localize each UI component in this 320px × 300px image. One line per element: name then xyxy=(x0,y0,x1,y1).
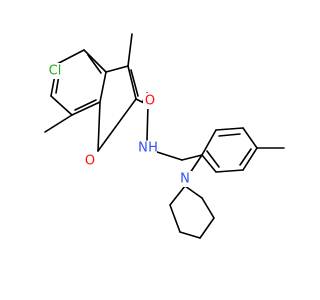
bond-layer xyxy=(44,33,285,239)
c-n-bond xyxy=(146,104,149,141)
pip-bond-4 xyxy=(201,197,215,219)
furan-oxygen-label: O xyxy=(85,154,95,169)
benzene-bond-3 xyxy=(71,101,101,116)
tolyl-bond-1 xyxy=(215,127,244,131)
benzene-double-a xyxy=(87,54,102,74)
furan-bond-3 xyxy=(97,98,137,152)
tolyl-bond-2 xyxy=(242,127,258,149)
tolyl-double-b xyxy=(239,148,252,166)
ring-o-label-bg xyxy=(83,153,97,169)
carbonyl-oxygen-label: O xyxy=(145,94,155,109)
cl-label-bg xyxy=(44,63,66,79)
furan-bond-1 xyxy=(105,65,129,73)
benzene-bond-4 xyxy=(99,71,107,103)
pip-bond-2 xyxy=(179,231,201,239)
nh-label-bg xyxy=(135,141,157,159)
tolyl-bond-3 xyxy=(242,147,258,171)
tolyl-bond-5 xyxy=(201,154,217,173)
pip-bond-5 xyxy=(184,185,203,199)
pip-bond-1 xyxy=(169,204,181,233)
n-ch2-bond xyxy=(156,151,183,161)
tolyl-bond-0 xyxy=(201,129,217,156)
benzene-bond-5 xyxy=(83,49,107,73)
molecule-structure: Cl O O N H N xyxy=(44,33,285,239)
methyl-3-bond xyxy=(127,33,133,67)
piperidine-n-label-bg xyxy=(178,171,192,187)
benzene-bond-2 xyxy=(50,95,73,116)
benzene-double-c xyxy=(74,99,97,111)
tolyl-double-c xyxy=(206,150,220,168)
amide-nitrogen-label: N xyxy=(138,141,148,156)
ch-n-bond xyxy=(189,154,203,174)
furan-bond-2 xyxy=(127,65,137,100)
pip-bond-0 xyxy=(169,185,186,206)
methyl-6-bond xyxy=(44,114,73,133)
pip-bond-3 xyxy=(199,217,215,239)
furan-bond-4 xyxy=(97,101,101,152)
furan-double xyxy=(130,69,139,97)
ch2-ch-bond xyxy=(181,154,203,161)
benzene-bond-0 xyxy=(56,49,85,65)
chlorine-atom-label: Cl xyxy=(49,64,62,79)
piperidine-nitrogen-label: N xyxy=(180,172,190,187)
amide-hydrogen-label: H xyxy=(148,141,158,156)
tolyl-bond-4 xyxy=(215,169,244,173)
tolyl-double-a xyxy=(218,133,241,137)
carbonyl-o-label-bg xyxy=(143,93,157,109)
